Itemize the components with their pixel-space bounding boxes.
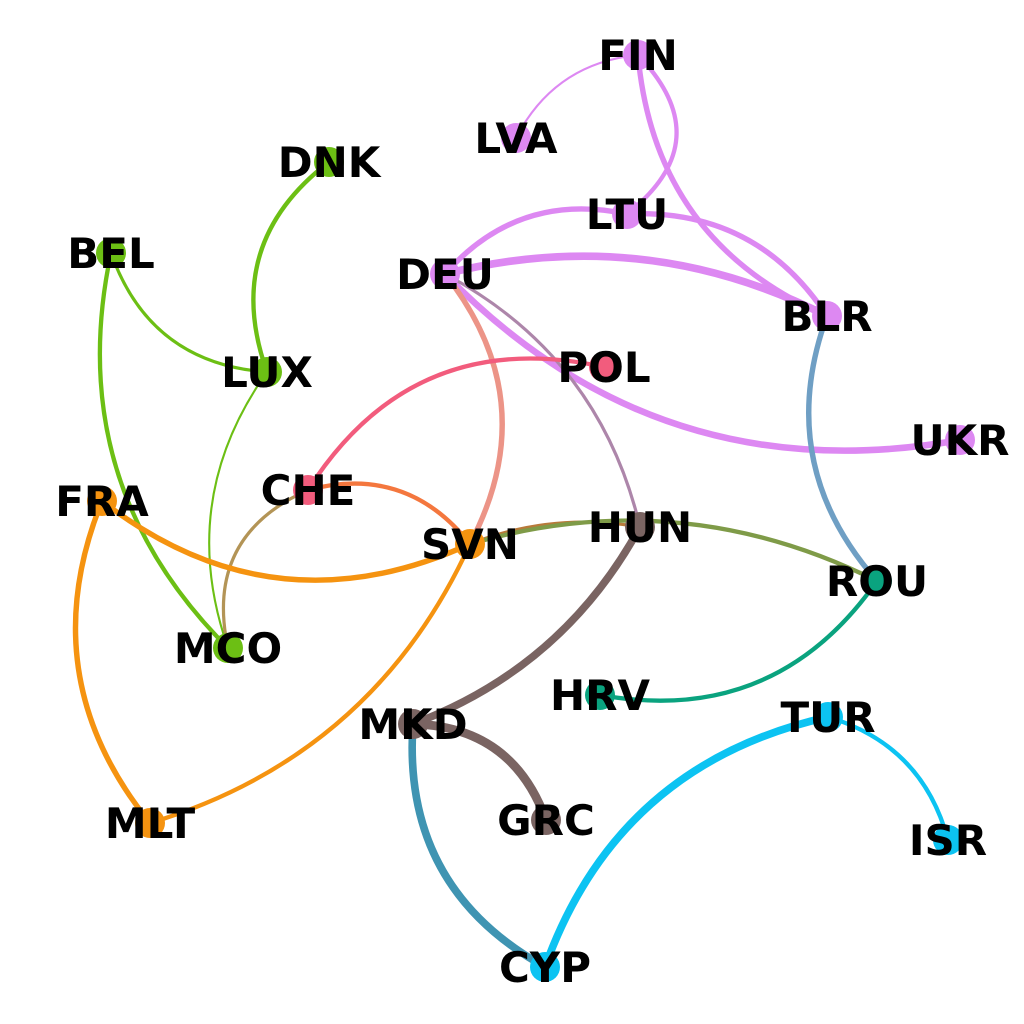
node-tur — [813, 702, 843, 732]
node-label-lux: LUX — [221, 348, 313, 397]
edge-mkd-grc — [408, 719, 551, 825]
edge-tur-cyp — [541, 713, 832, 971]
node-label-hun: HUN — [588, 503, 692, 552]
node-label-mlt: MLT — [105, 799, 196, 848]
node-label-fin: FIN — [598, 31, 677, 80]
node-bel — [96, 238, 126, 268]
node-label-lva: LVA — [474, 114, 558, 163]
edge-bel-lux — [109, 251, 269, 374]
node-label-fra: FRA — [55, 477, 149, 526]
node-label-pol: POL — [557, 343, 650, 392]
node-deu — [430, 259, 460, 289]
node-mlt — [135, 808, 165, 838]
node-fin — [623, 40, 653, 70]
edge-pol-che — [305, 356, 607, 493]
edge-svn-mlt — [147, 541, 473, 826]
edge-tur-isr — [825, 714, 951, 843]
edge-dnk-lux — [251, 159, 332, 375]
node-hrv — [585, 680, 615, 710]
node-label-hrv: HRV — [550, 671, 650, 720]
node-label-che: CHE — [261, 466, 356, 515]
node-label-svn: SVN — [421, 520, 519, 569]
node-label-grc: GRC — [497, 796, 595, 845]
edge-che-svn — [305, 481, 473, 547]
node-label-deu: DEU — [396, 250, 494, 299]
node-label-mkd: MKD — [358, 700, 467, 749]
edge-bel-mco — [97, 250, 231, 651]
edge-fra-mlt — [72, 498, 153, 826]
node-label-mco: MCO — [174, 624, 282, 673]
edge-deu-ltu — [442, 206, 630, 277]
edge-deu-ukr — [441, 270, 964, 454]
node-grc — [531, 805, 561, 835]
node-label-bel: BEL — [67, 229, 154, 278]
node-label-rou: ROU — [826, 557, 928, 606]
node-cyp — [530, 952, 560, 982]
edge-che-mco — [221, 488, 310, 650]
node-label-cyp: CYP — [499, 943, 591, 992]
node-dnk — [314, 147, 344, 177]
node-pol — [589, 352, 619, 382]
nodes-layer — [87, 40, 975, 982]
node-label-dnk: DNK — [278, 138, 382, 187]
edge-svn-rou — [467, 518, 880, 584]
edge-lux-mco — [208, 370, 269, 650]
edge-deu-hun — [443, 272, 642, 529]
node-fra — [87, 486, 117, 516]
node-ukr — [945, 425, 975, 455]
node-mkd — [398, 709, 428, 739]
node-che — [293, 475, 323, 505]
node-mco — [213, 633, 243, 663]
node-blr — [812, 301, 842, 331]
node-rou — [862, 566, 892, 596]
node-isr — [933, 825, 963, 855]
edge-deu-svn — [442, 271, 505, 547]
edge-mkd-cyp — [408, 720, 549, 971]
node-label-blr: BLR — [781, 292, 872, 341]
edge-fin-ltu — [624, 52, 679, 217]
node-label-ltu: LTU — [586, 190, 669, 239]
node-svn — [455, 529, 485, 559]
node-lux — [252, 357, 282, 387]
edge-deu-blr — [441, 252, 831, 320]
edges-layer — [72, 52, 964, 971]
node-label-tur: TUR — [780, 693, 875, 742]
edge-blr-rou — [806, 313, 880, 584]
edge-fra-svn — [99, 498, 473, 583]
node-hun — [625, 512, 655, 542]
edge-rou-hrv — [597, 578, 880, 703]
edge-fin-lva — [514, 53, 640, 140]
edge-hun-mkd — [409, 523, 644, 728]
node-label-isr: ISR — [909, 816, 987, 865]
edge-ltu-blr — [624, 210, 830, 319]
node-lva — [501, 123, 531, 153]
node-ltu — [612, 199, 642, 229]
labels-layer: FIN LVA LTU DEU BLR UKR DNK BEL LUX MCO POL CHE FRA S… — [55, 31, 1009, 992]
node-label-ukr: UKR — [911, 416, 1010, 465]
